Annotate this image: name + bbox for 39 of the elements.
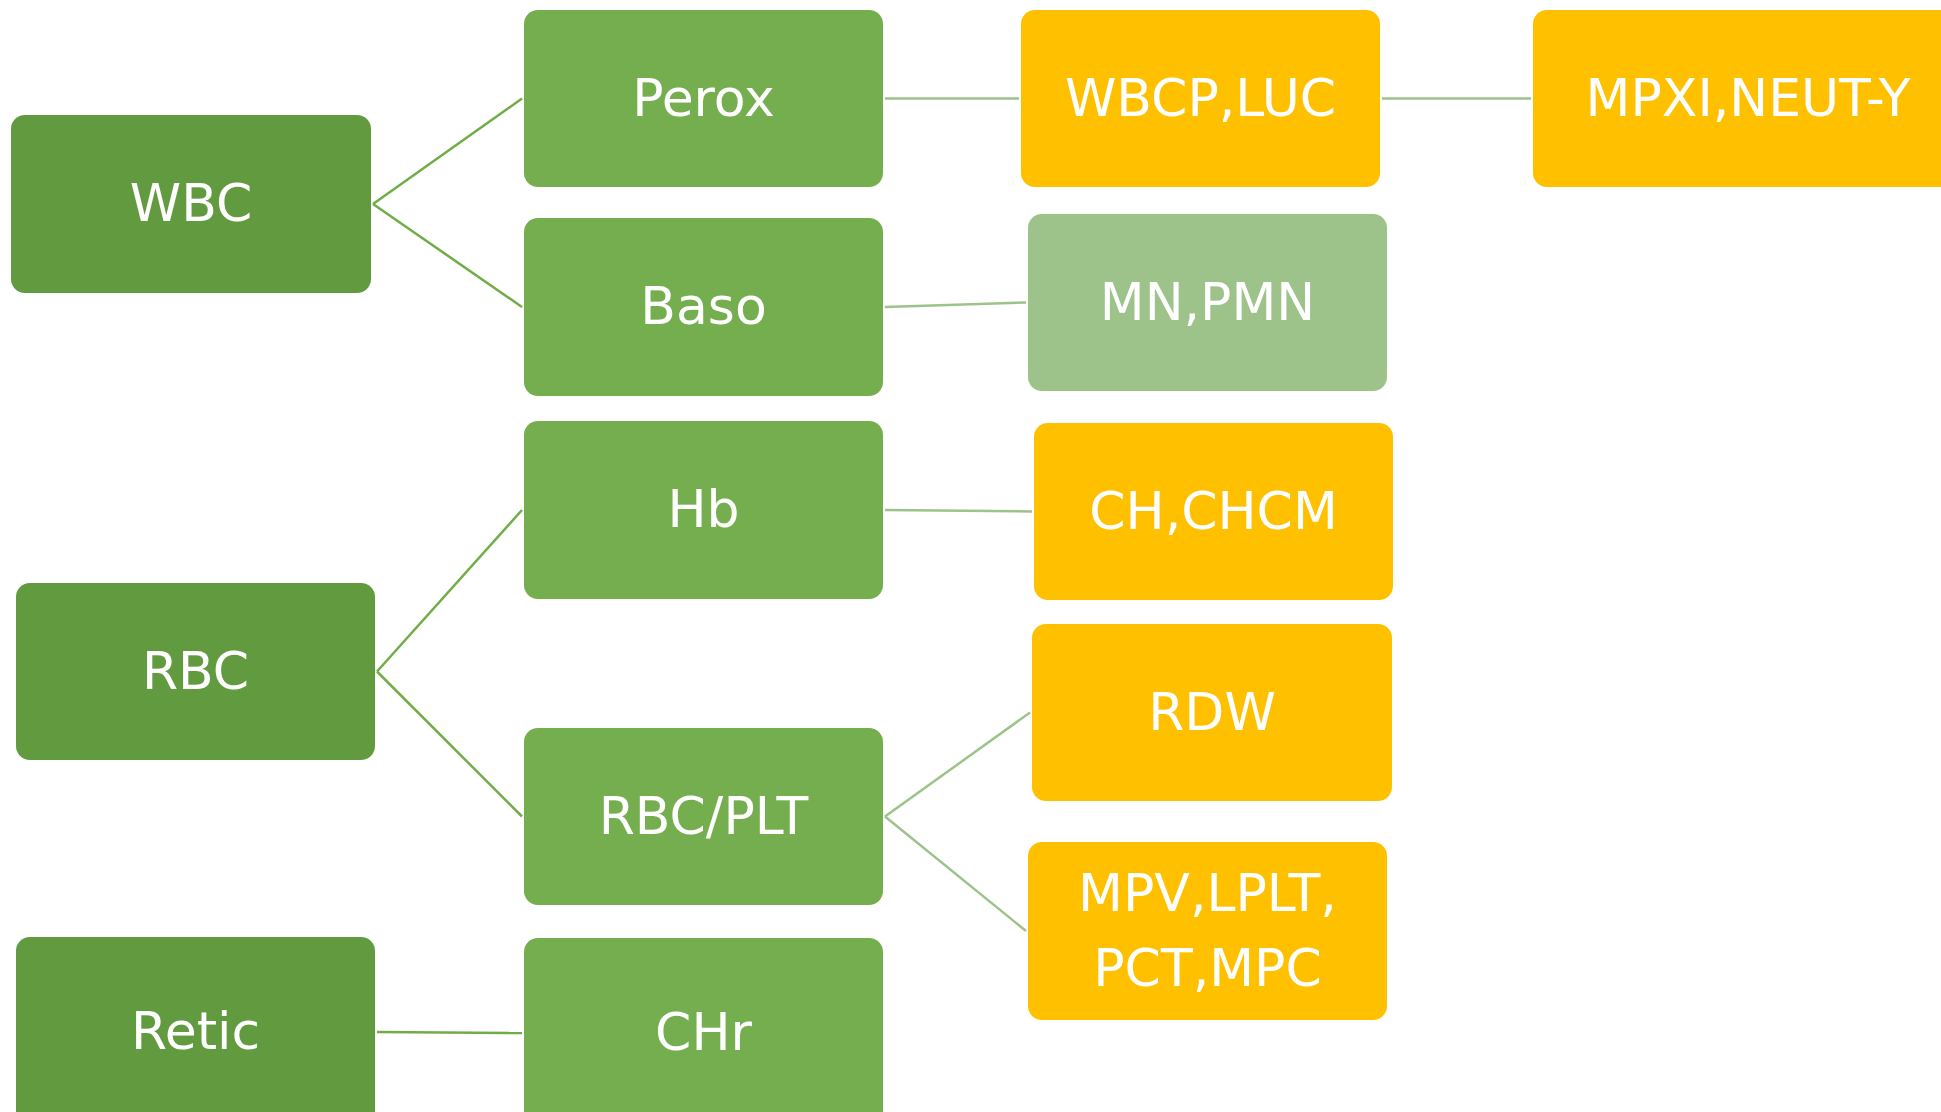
connector-line: [372, 97, 523, 205]
category-box: [11, 115, 371, 293]
category-box: [16, 583, 375, 760]
node-label: CH,CHCM: [1088, 479, 1339, 543]
node-label: RBC/PLT: [597, 784, 810, 848]
connector-line: [885, 97, 1019, 100]
connector-line: [884, 301, 1027, 309]
result-box: [1028, 214, 1387, 391]
parameter-box: [524, 218, 883, 396]
node-label: RBC: [140, 639, 251, 703]
node-label: MPXI,NEUT-Y: [1584, 66, 1912, 130]
parameter-box: [524, 421, 883, 599]
node-label: MPV,LPLT, PCT,MPC: [1077, 861, 1338, 1000]
connector-line: [372, 202, 523, 309]
node-label: Retic: [129, 1000, 262, 1064]
result-box: [1034, 423, 1393, 600]
node-label: Hb: [666, 478, 741, 542]
parameter-box: [524, 938, 883, 1112]
node-label: Baso: [639, 275, 768, 339]
result-box: [1028, 842, 1387, 1020]
connector-line: [885, 508, 1032, 513]
connector-line: [376, 670, 523, 818]
node-label: MN,PMN: [1098, 270, 1317, 334]
connector-line: [376, 509, 523, 673]
result-box: [1021, 10, 1380, 187]
result-box: [1533, 10, 1941, 187]
category-box: [16, 937, 375, 1112]
node-label: WBC: [128, 172, 254, 236]
connector-line: [377, 1030, 522, 1035]
connector-line: [884, 815, 1027, 932]
node-label: RDW: [1147, 680, 1277, 744]
node-label: Perox: [631, 66, 776, 130]
parameter-box: [524, 728, 883, 905]
result-box: [1032, 624, 1392, 801]
connector-line: [884, 711, 1031, 818]
node-label: WBCP,LUC: [1063, 66, 1338, 130]
node-label: CHr: [654, 1001, 753, 1065]
connector-line: [1382, 97, 1531, 100]
parameter-box: [524, 10, 883, 187]
